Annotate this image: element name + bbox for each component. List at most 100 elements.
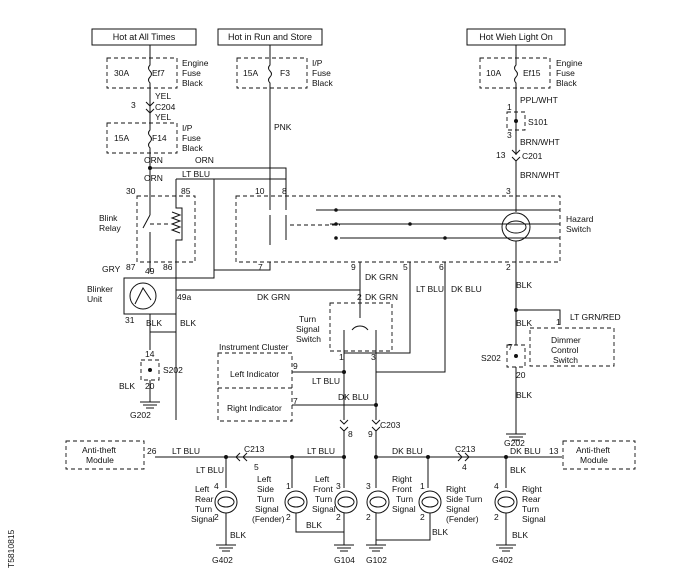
lamp-lf-label-3: Turn: [315, 494, 332, 504]
turn-signal-switch: [329, 302, 393, 352]
wire-label-blk-rr: BLK: [512, 530, 528, 540]
wire-label-dk-blu-bottom-1: DK BLU: [392, 446, 423, 456]
wire-label-lt-blu-relay: LT BLU: [182, 169, 210, 179]
lamp-rf-label-4: Signal: [392, 504, 416, 514]
pin-blinker-31: 31: [125, 315, 135, 325]
lamp-lf-label-1: Left: [315, 474, 330, 484]
wire-label-dk-blu-hazard: DK BLU: [451, 284, 482, 294]
lamp-lr-label-3: Turn: [195, 504, 212, 514]
pin-lf-3: 3: [336, 481, 341, 491]
lamp-rr-label-1: Right: [522, 484, 542, 494]
instrument-cluster-label: Instrument Cluster: [219, 342, 289, 352]
pin-cluster-7: 7: [293, 396, 298, 406]
pin-relay-85: 85: [181, 186, 191, 196]
ground-g402-right-label: G402: [492, 555, 513, 565]
wire-label-pnk: PNK: [274, 122, 292, 132]
pin-lr-2: 2: [214, 512, 219, 522]
fuse-ef7-loc1: Engine: [182, 58, 209, 68]
lamp-rst-label-4: (Fender): [446, 514, 479, 524]
lamp-lst-label-1: Left: [257, 474, 272, 484]
turn-switch-pivot: [351, 325, 369, 331]
pin-lst-1: 1: [286, 481, 291, 491]
lamp-rf-label-2: Front: [392, 484, 412, 494]
wire-label-blk-s202-left: BLK: [119, 381, 135, 391]
pin-c213-4: 4: [462, 462, 467, 472]
left-indicator: Left Indicator: [230, 369, 279, 379]
pin-s202-14: 14: [145, 349, 155, 359]
fuse-f3-loc3: Black: [312, 78, 334, 88]
hazard-switch-label-1: Hazard: [566, 214, 594, 224]
wire-label-yel-2: YEL: [155, 112, 171, 122]
lamp-left-front: [334, 490, 358, 514]
lamp-rf-label-3: Turn: [396, 494, 413, 504]
wire-label-yel-1: YEL: [155, 91, 171, 101]
wire-label-lt-blu-hazard: LT BLU: [416, 284, 444, 294]
wire-label-blk-2: BLK: [180, 318, 196, 328]
fuse-f3-amp: 15A: [243, 68, 258, 78]
splice-s202-left: [140, 359, 160, 381]
wire-label-blk-rst: BLK: [432, 527, 448, 537]
fuse-ef7-box: [106, 57, 178, 89]
ground-g102-symbol: [366, 544, 386, 552]
dimmer-label-3: Switch: [553, 355, 578, 365]
pin-blinker-49a: 49a: [177, 292, 191, 302]
pin-turn-2: 2: [357, 292, 362, 302]
turn-switch-label-2: Signal: [296, 324, 320, 334]
lamp-rr-label-2: Rear: [522, 494, 541, 504]
pin-c203-9: 9: [368, 429, 373, 439]
wire-label-dk-grn-2: DK GRN: [365, 272, 398, 282]
wire-label-lt-blu-bottom-2: LT BLU: [307, 446, 335, 456]
right-indicator: Right Indicator: [227, 403, 282, 413]
wire-label-blk-lst: BLK: [306, 520, 322, 530]
pin-hazard-5: 5: [403, 262, 408, 272]
fuse-ef15-loc3: Black: [556, 78, 578, 88]
anti-theft-left-label-2: Module: [86, 455, 114, 465]
lamp-lst-label-4: Signal: [255, 504, 279, 514]
wire-label-lt-blu-lr: LT BLU: [196, 465, 224, 475]
connector-c213-right-symbol: [457, 452, 470, 462]
ground-g104-label: G104: [334, 555, 355, 565]
fuse-ef7-id: Ef7: [152, 68, 165, 78]
blink-relay: [136, 195, 196, 263]
splice-s202-left-label: S202: [163, 365, 183, 375]
pin-rf-2: 2: [366, 512, 371, 522]
ground-g202-left-label: G202: [130, 410, 151, 420]
wire-label-blk-blinker: BLK: [146, 318, 162, 328]
wire-label-dk-grn-1: DK GRN: [257, 292, 290, 302]
ground-g102-label: G102: [366, 555, 387, 565]
blink-relay-label-2: Relay: [99, 223, 121, 233]
pin-hazard-6: 6: [439, 262, 444, 272]
blinker-unit-label-2: Unit: [87, 294, 103, 304]
wire-label-dk-blu-cluster: DK BLU: [338, 392, 369, 402]
fuse-ef7-symbol: [148, 60, 152, 93]
lamp-lf-label-2: Front: [313, 484, 333, 494]
fuse-ef7-loc3: Black: [182, 78, 204, 88]
splice-s101-label: S101: [528, 117, 548, 127]
anti-theft-left-label-1: Anti-theft: [82, 445, 117, 455]
hazard-switch-label-2: Switch: [566, 224, 591, 234]
pin-rr-4: 4: [494, 481, 499, 491]
lamp-lr-label-4: Signal: [191, 514, 215, 524]
turn-switch-label-1: Turn: [299, 314, 316, 324]
connector-c213-left-label: C213: [244, 444, 265, 454]
fuse-ef15-id: Ef15: [523, 68, 541, 78]
pin-c203-8: 8: [348, 429, 353, 439]
pin-s101-1: 1: [507, 102, 512, 112]
pin-blinker-49: 49: [145, 266, 155, 276]
wire-label-gry: GRY: [102, 264, 121, 274]
fuse-f3-loc1: I/P: [312, 58, 323, 68]
ground-g202-right-label: G202: [504, 438, 525, 448]
pin-turn-3: 3: [371, 352, 376, 362]
anti-theft-right-label-2: Module: [580, 455, 608, 465]
lamp-lst-label-2: Side: [257, 484, 274, 494]
pin-rf-3: 3: [366, 481, 371, 491]
pin-c204-3: 3: [131, 100, 136, 110]
wire-label-lt-grn-red: LT GRN/RED: [570, 312, 621, 322]
dimmer-label-1: Dimmer: [551, 335, 581, 345]
lamp-rf-label-1: Right: [392, 474, 412, 484]
ground-g402-left-label: G402: [212, 555, 233, 565]
blink-relay-label-1: Blink: [99, 213, 118, 223]
fuse-f14-loc2: Fuse: [182, 133, 201, 143]
fuse-f14-box: [106, 122, 178, 154]
